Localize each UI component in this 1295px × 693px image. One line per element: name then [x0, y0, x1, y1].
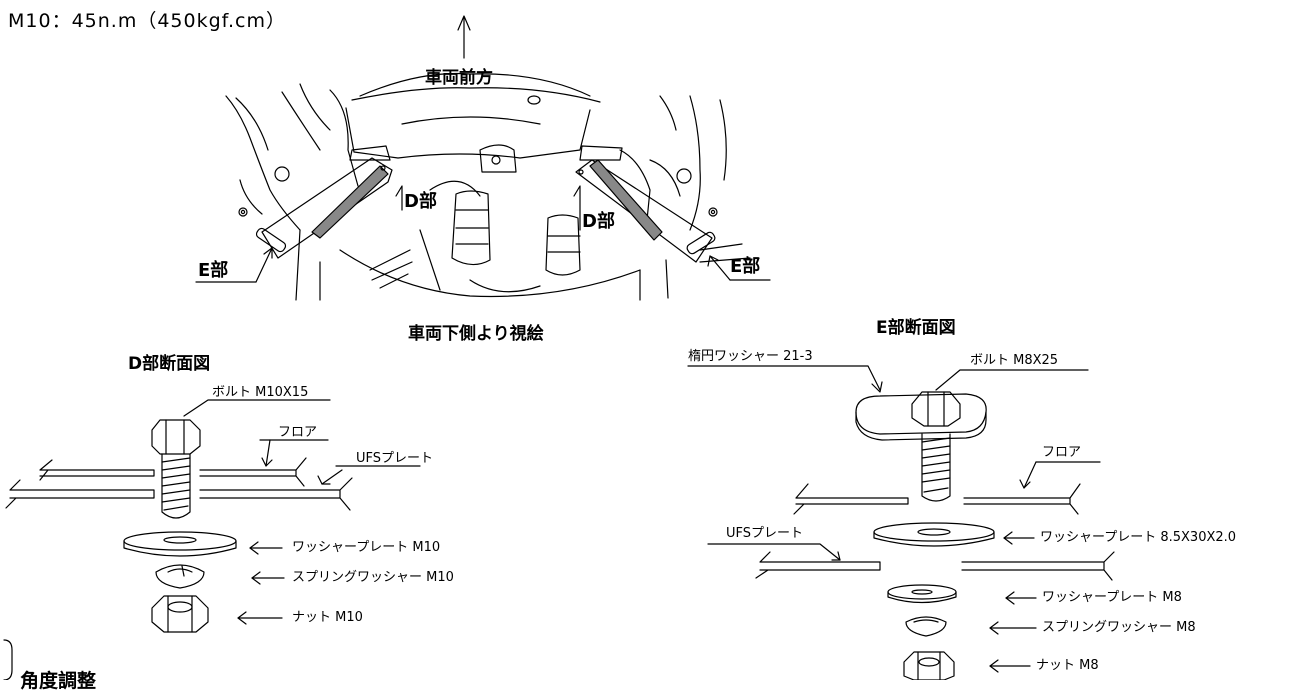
- e-oval-washer-label: 楕円ワッシャー 21-3: [688, 349, 813, 364]
- section-bracket: [3, 639, 13, 680]
- car-underside-sketch: [195, 72, 771, 301]
- e-part-label-left: E部: [198, 260, 229, 281]
- e-nut-label: ナット M8: [1036, 658, 1099, 673]
- d-bolt-label: ボルト M10X15: [212, 385, 309, 400]
- front-direction-label: 車両前方: [425, 68, 493, 88]
- front-arrow: [457, 15, 471, 59]
- e-floor-label: フロア: [1042, 445, 1082, 460]
- d-floor-label: フロア: [278, 425, 318, 440]
- e-spring-washer-label: スプリングワッシャー M8: [1042, 620, 1196, 635]
- d-spring-washer-label: スプリングワッシャー M10: [292, 570, 454, 585]
- e-section-title: E部断面図: [876, 318, 956, 338]
- e-part-label-right: E部: [730, 256, 761, 277]
- torque-spec: M10：45n.m（450kgf.cm）: [8, 10, 286, 32]
- d-part-label-left: D部: [404, 191, 437, 212]
- d-section-drawing: [5, 399, 421, 633]
- d-nut-label: ナット M10: [292, 610, 363, 625]
- d-washer-plate-label: ワッシャープレート M10: [292, 540, 441, 555]
- e-washer-plate-m8-label: ワッシャープレート M8: [1042, 590, 1182, 605]
- d-ufs-plate-label: UFSプレート: [356, 451, 434, 466]
- e-washer-plate-label: ワッシャープレート 8.5X30X2.0: [1040, 530, 1237, 545]
- d-part-label-right: D部: [582, 211, 615, 232]
- car-view-caption: 車両下側より視絵: [408, 324, 544, 344]
- d-section-title: D部断面図: [128, 354, 211, 374]
- right-brace-bar: [575, 159, 716, 263]
- left-brace-bar: [255, 157, 393, 259]
- e-bolt-label: ボルト M8X25: [970, 353, 1059, 368]
- e-section-drawing: [687, 365, 1115, 680]
- e-ufs-plate-label: UFSプレート: [726, 526, 804, 541]
